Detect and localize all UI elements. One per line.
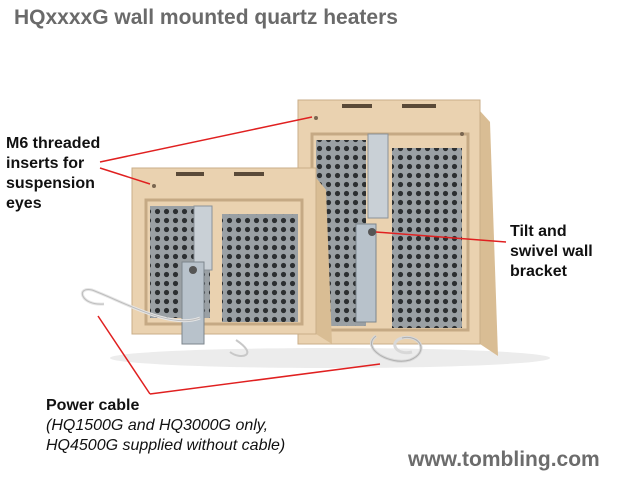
callout-m6-line-2: inserts for <box>6 155 85 172</box>
callout-line-m6-small <box>99 167 151 185</box>
website-url: www.tombling.com <box>408 448 600 471</box>
callout-power-cable: Power cable (HQ1500G and HQ3000G only, H… <box>46 396 285 456</box>
callout-power-note-1: (HQ1500G and HQ3000G only, <box>46 417 269 434</box>
callout-m6-line-3: suspension <box>6 175 95 192</box>
floor-shadow <box>110 348 550 368</box>
callout-m6-line-1: M6 threaded <box>6 135 101 152</box>
callout-power-head: Power cable <box>46 397 140 414</box>
callout-tilt-line-1: Tilt and <box>510 223 567 240</box>
callout-line-power-left <box>97 315 151 395</box>
callout-line-power-right <box>149 363 381 395</box>
callout-tilt-line-2: swivel wall <box>510 243 593 260</box>
callout-lines <box>97 116 507 395</box>
callout-power-note-2: HQ4500G supplied without cable) <box>46 437 286 454</box>
callout-line-bracket <box>375 231 507 243</box>
callout-m6-inserts: M6 threaded inserts for suspension eyes <box>6 134 126 214</box>
power-cables <box>80 288 423 363</box>
large-heater <box>297 99 498 356</box>
callout-tilt-bracket: Tilt and swivel wall bracket <box>510 222 635 282</box>
callout-line-m6-large <box>99 116 313 163</box>
small-heater <box>131 167 332 345</box>
callout-m6-line-4: eyes <box>6 195 42 212</box>
page-title: HQxxxxG wall mounted quartz heaters <box>14 6 398 29</box>
callout-tilt-line-3: bracket <box>510 263 567 280</box>
